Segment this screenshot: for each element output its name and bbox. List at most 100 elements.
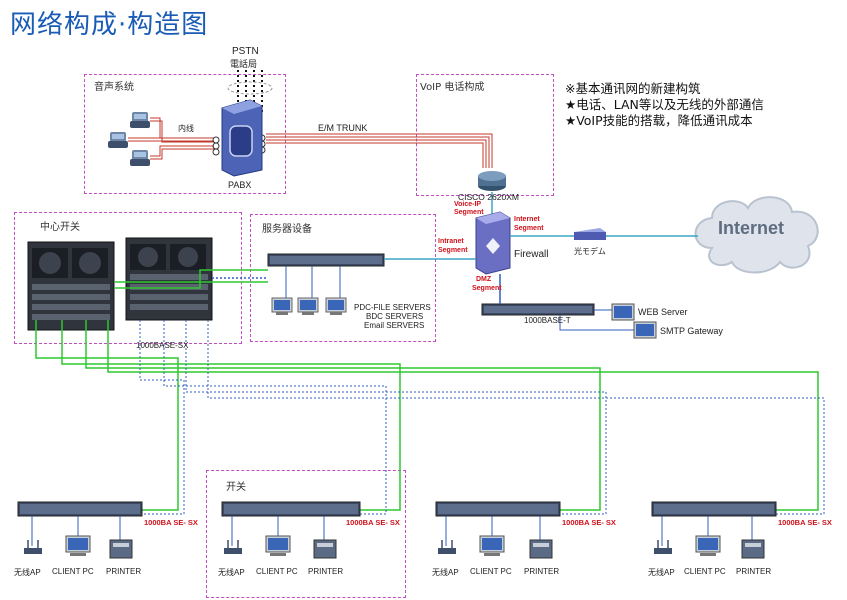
wireless-ap-icon	[224, 540, 242, 554]
client-pc-label: CLIENT PC	[52, 567, 94, 576]
cisco-label: CISCO 2620XM	[458, 192, 519, 202]
naisen-label: 内线	[178, 124, 194, 133]
dmz-switch	[481, 303, 595, 316]
endpoint-group	[224, 535, 337, 559]
dmz-segment-label: Segment	[472, 285, 502, 292]
printer-label: PRINTER	[736, 567, 772, 576]
pabx-icon	[221, 99, 263, 177]
ap-label: 无线AP	[218, 568, 245, 577]
server-switch	[267, 253, 385, 267]
access-switch	[17, 501, 143, 517]
wireless-ap-icon	[438, 540, 456, 554]
access-switch	[435, 501, 561, 517]
ap-label: 无线AP	[432, 568, 459, 577]
phones	[108, 112, 150, 166]
server-pc-icon	[297, 297, 319, 315]
web-server-label: WEB Server	[638, 307, 688, 317]
client-pc-icon	[695, 535, 721, 556]
printer-label: PRINTER	[106, 567, 142, 576]
modem-label: 光モデム	[574, 247, 606, 256]
note-line: ★VoIP技能的搭载，降低通讯成本	[565, 113, 753, 128]
servers	[271, 297, 347, 315]
ap-label: 无线AP	[648, 568, 675, 577]
firewall-icon	[475, 211, 511, 275]
client-pc-label: CLIENT PC	[470, 567, 512, 576]
smtp-label: SMTP Gateway	[660, 326, 723, 336]
phone-icon	[130, 150, 150, 166]
access-switch	[651, 501, 777, 517]
client-pc-icon	[265, 535, 291, 556]
audio-system-label: 音声系统	[94, 82, 134, 93]
page-title: 网络构成·构造图	[10, 10, 209, 40]
web-server-icon	[611, 303, 635, 321]
access-switch	[221, 501, 361, 517]
core-switch-right	[125, 237, 213, 321]
endpoint-group	[24, 535, 133, 559]
voice-segment-label: Segment	[454, 209, 484, 216]
switch-box	[206, 470, 406, 598]
access-links-green	[35, 320, 819, 511]
voip-box	[416, 74, 554, 196]
phone-icon	[108, 132, 128, 148]
phone-icon	[130, 112, 150, 128]
note-line: ★电话、LAN等以及无线的外部通信	[565, 97, 764, 112]
endpoint-group	[654, 535, 765, 559]
servers-label-2: BDC SERVERS	[366, 312, 424, 321]
intranet-seg-label: Intranet	[438, 238, 464, 245]
dmz-label: DMZ	[476, 276, 492, 283]
sx-label: 1000BA SE- SX	[346, 518, 400, 527]
core-switch-left	[27, 241, 115, 331]
sx-label: 1000BA SE- SX	[778, 518, 832, 527]
wireless-ap-icon	[654, 540, 672, 554]
printer-label: PRINTER	[308, 567, 344, 576]
modem-icon	[574, 228, 606, 240]
server-label: 服务器设备	[262, 224, 312, 235]
cloud-icon	[694, 196, 819, 274]
server-lan-lines	[285, 266, 341, 298]
pstn-sub-label: 電話局	[230, 59, 258, 69]
access-links-blue	[139, 320, 825, 515]
notes: ※基本通讯网的新建构筑 ★电话、LAN等以及无线的外部通信 ★VoIP技能的搭载…	[565, 81, 764, 129]
client-pc-icon	[479, 535, 505, 556]
printer-label: PRINTER	[524, 567, 560, 576]
smtp-gateway-icon	[633, 321, 657, 339]
wireless-ap-icon	[24, 540, 42, 554]
sx-label: 1000BA SE- SX	[562, 518, 616, 527]
base-t-label: 1000BASE-T	[524, 316, 571, 325]
printer-icon	[529, 539, 553, 559]
firewall-label: Firewall	[514, 249, 549, 260]
core-server-links	[114, 269, 268, 289]
pabx-label: PABX	[228, 180, 252, 190]
em-trunk-label: E/M TRUNK	[318, 123, 368, 133]
em-trunk-lines	[266, 133, 493, 168]
printer-icon	[313, 539, 337, 559]
servers-label-3: Email SERVERS	[364, 321, 425, 330]
core-switch-label: 中心开关	[40, 222, 80, 233]
voip-label: VoIP 电话构成	[420, 82, 485, 93]
servers-label-1: PDC-FILE SERVERS	[354, 303, 431, 312]
router-icon	[478, 171, 506, 191]
base-sx-label: 1000BASE-SX	[136, 341, 189, 350]
voice-ip-label: Voice-IP	[454, 201, 482, 208]
server-pc-icon	[271, 297, 293, 315]
server-box	[250, 214, 436, 342]
endpoint-drops	[31, 516, 753, 546]
dmz-server-lines	[559, 309, 634, 331]
internet-seg-label-2: Segment	[514, 225, 544, 232]
server-pc-icon	[325, 297, 347, 315]
endpoint-group	[438, 535, 553, 559]
ap-label: 无线AP	[14, 568, 41, 577]
switch-label: 开关	[226, 482, 246, 493]
sx-label: 1000BA SE- SX	[144, 518, 198, 527]
pstn-label: PSTN	[232, 46, 259, 57]
client-pc-label: CLIENT PC	[256, 567, 298, 576]
client-pc-label: CLIENT PC	[684, 567, 726, 576]
pstn-ring	[227, 81, 273, 95]
internet-label: Internet	[718, 218, 785, 238]
printer-icon	[109, 539, 133, 559]
internal-lines	[128, 117, 214, 160]
note-line: ※基本通讯网的新建构筑	[565, 81, 701, 96]
internet-seg-label: Internet	[514, 216, 540, 223]
